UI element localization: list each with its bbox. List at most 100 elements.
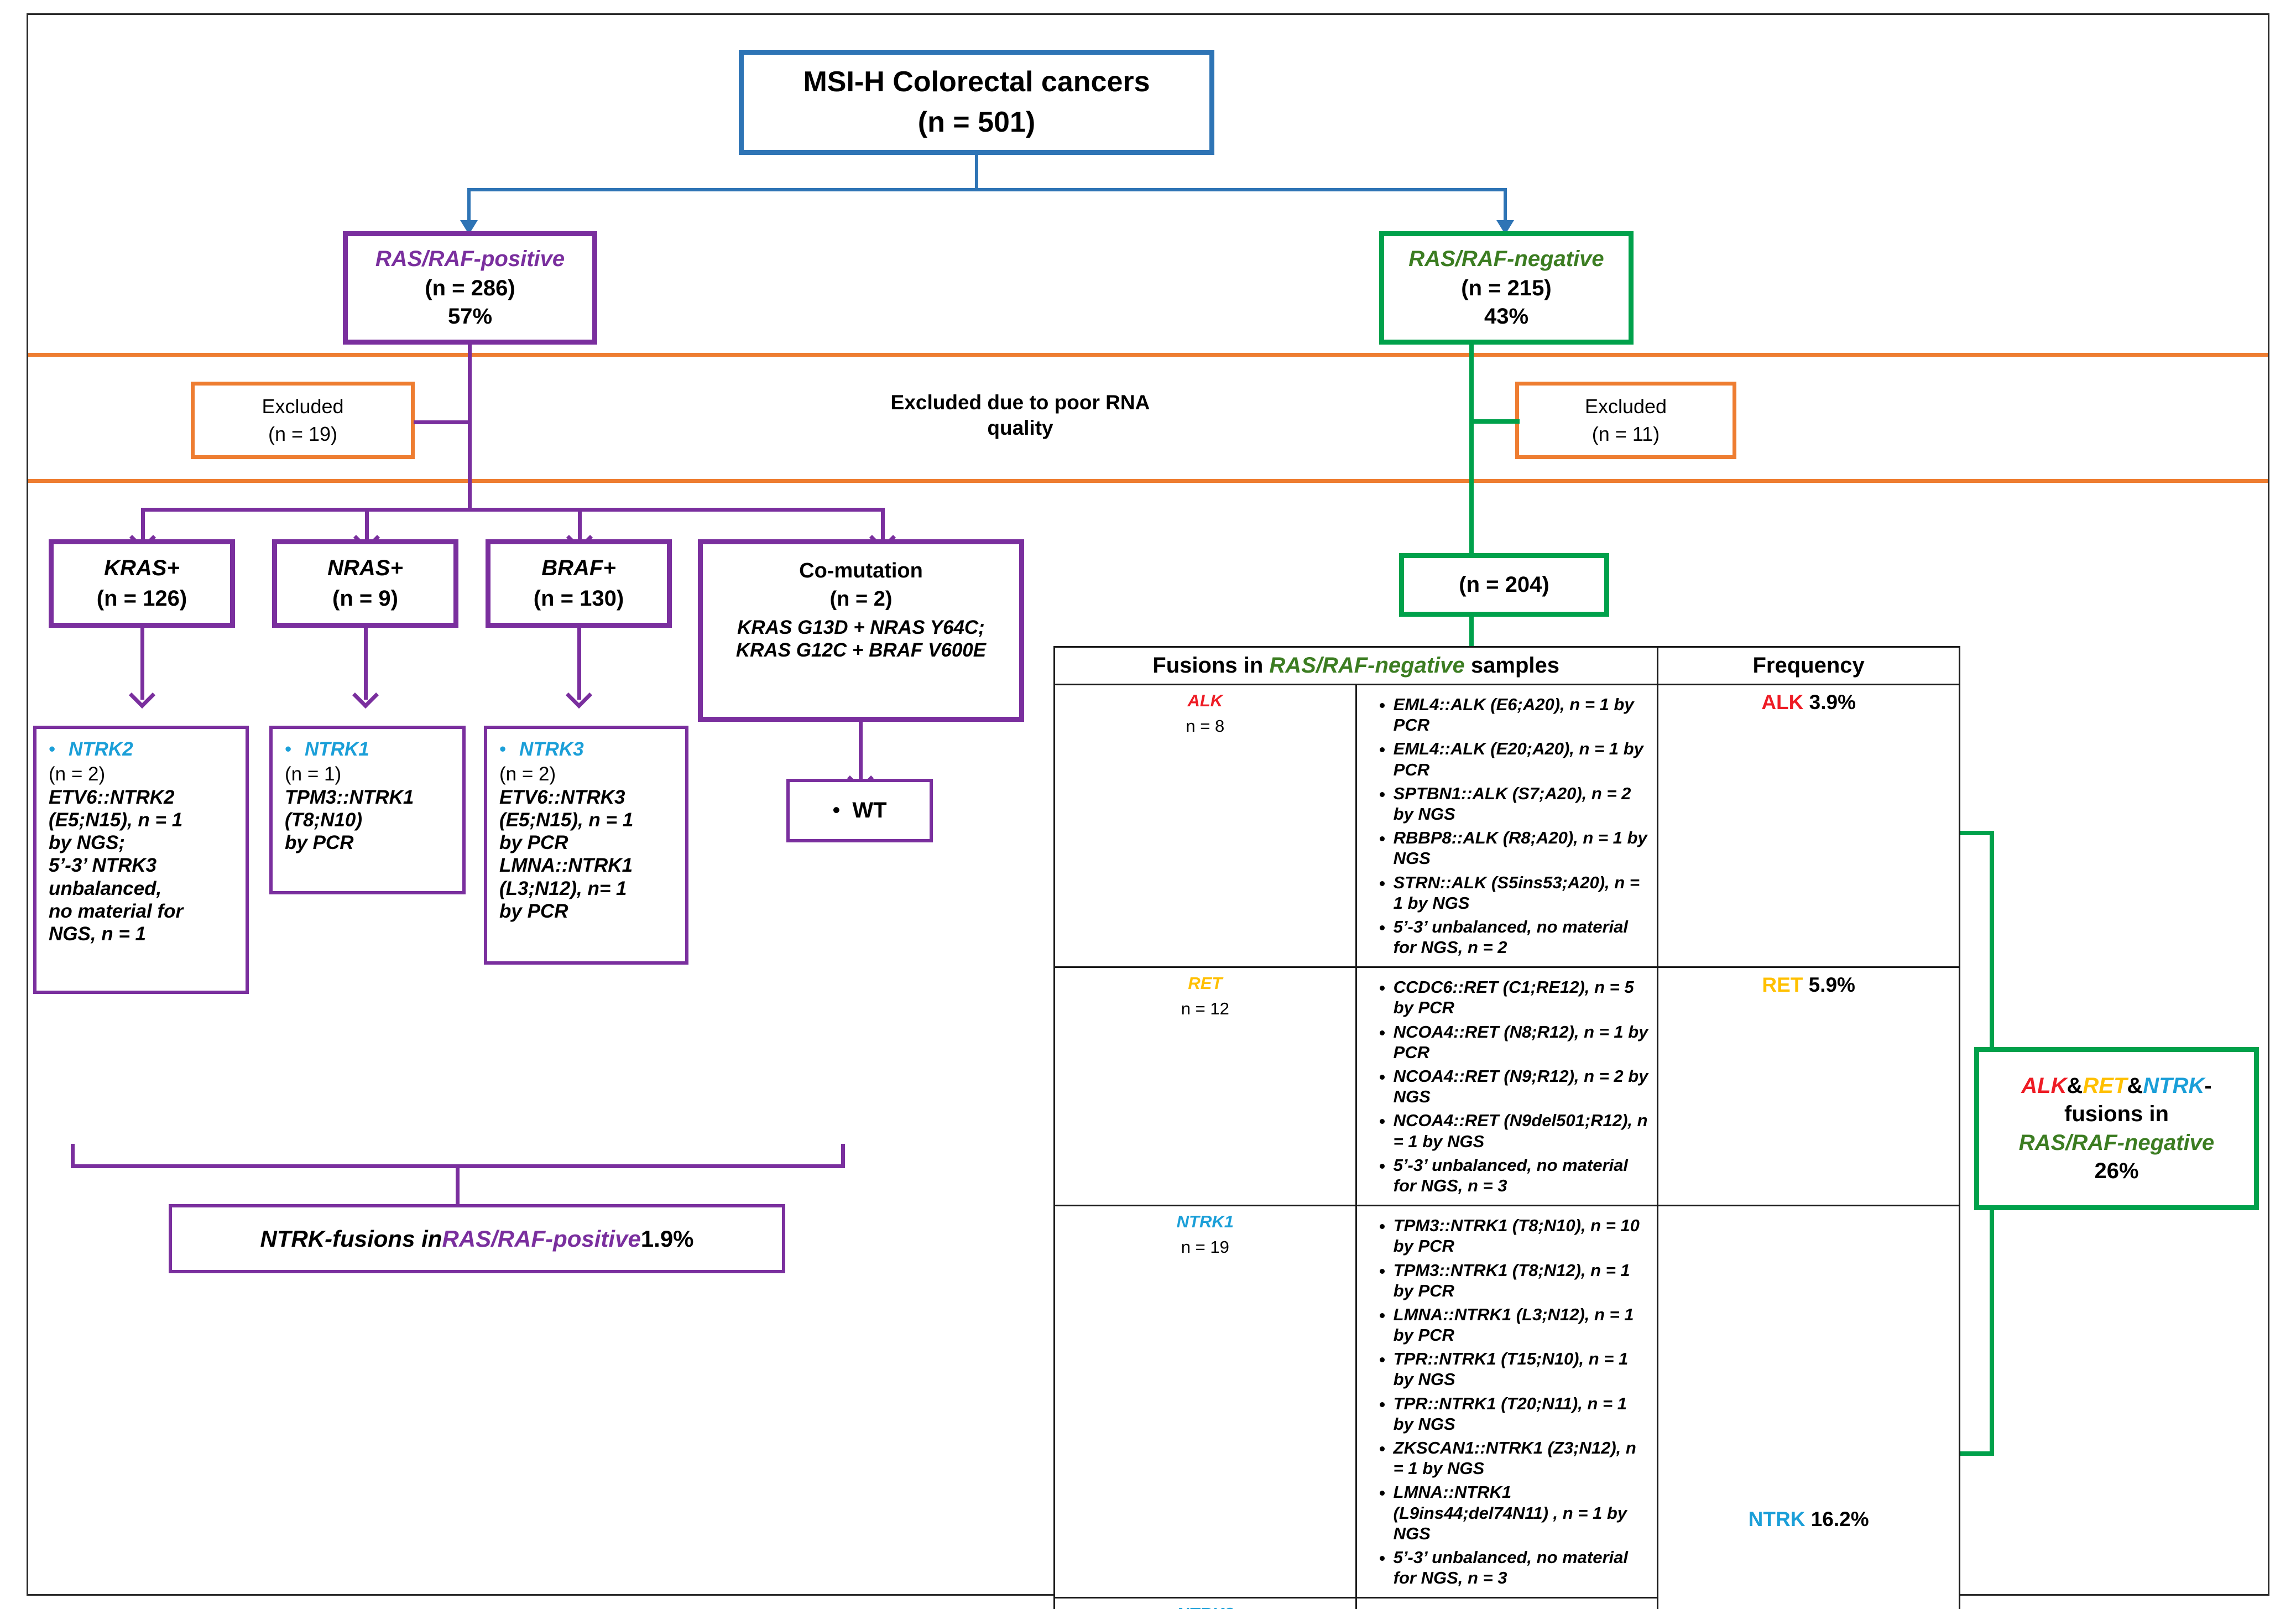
negative-count: (n = 215) <box>1461 275 1552 300</box>
ntrk3-count: (n = 2) <box>499 763 556 785</box>
ntrk1-heading: • NTRK1 <box>285 738 369 761</box>
drop-comutation <box>881 508 885 541</box>
ntrk2-line-5: unbalanced, <box>49 877 162 899</box>
frequency-cell-ret: RET 5.9% <box>1657 966 1960 1207</box>
summary-right-box: ALK&RET&NTRK- fusions in RAS/RAF-negativ… <box>1974 1047 2259 1210</box>
table-header-prefix: Fusions in <box>1152 653 1270 678</box>
mutation-count-kras: (n = 126) <box>96 586 187 611</box>
gene-count-ntrk1: n = 19 <box>1181 1237 1229 1257</box>
gene-count-alk: n = 8 <box>1186 716 1225 736</box>
ntrk2-line-6: no material for <box>49 900 184 923</box>
root-count: (n = 501) <box>917 106 1036 138</box>
list-item: TPM3::NTRK1 (T8;N12), n = 1 by PCR <box>1394 1260 1650 1301</box>
table-header-highlight: RAS/RAF-negative <box>1269 653 1465 678</box>
summary-right-ret: RET <box>2083 1074 2127 1098</box>
comutation-to-wt-line <box>859 722 863 783</box>
ntrk3-gene: NTRK3 <box>519 738 584 760</box>
table-row: RET n = 12 CCDC6::RET (C1;RE12), n = 5 b… <box>1053 966 1960 1207</box>
positive-pct: 57% <box>447 304 493 329</box>
ntrk3-line-4: LMNA::NTRK1 <box>499 855 633 877</box>
gene-label-alk: ALK <box>1187 691 1223 710</box>
mutation-name-kras: KRAS+ <box>104 555 180 580</box>
mutation-count-nras: (n = 9) <box>332 586 398 611</box>
excluded-right-count: (n = 11) <box>1591 423 1660 445</box>
gene-cell-ntrk1: NTRK1 n = 19 <box>1053 1205 1357 1599</box>
bullet-icon: • <box>499 738 507 760</box>
summary-left-prefix: NTRK-fusions in <box>260 1225 442 1252</box>
summary-right-dash: - <box>2204 1074 2212 1098</box>
gene-cell-ret: RET n = 12 <box>1053 966 1357 1207</box>
comutation-box: Co-mutation (n = 2) KRAS G13D + NRAS Y64… <box>698 539 1024 722</box>
left-brace-stem <box>456 1164 460 1204</box>
mutation-name-nras: NRAS+ <box>327 555 403 580</box>
bullet-icon: • <box>49 738 56 760</box>
exclusion-reason-line1: Excluded due to poor RNA <box>890 391 1150 414</box>
ras-raf-positive-box: RAS/RAF-positive (n = 286) 57% <box>343 231 597 345</box>
fusion-list-ntrk1: TPM3::NTRK1 (T8;N10), n = 10 by PCR TPM3… <box>1365 1215 1650 1588</box>
frequency-value-ret: 5.9% <box>1803 973 1855 997</box>
ntrk1-line-2: (T8;N10) <box>285 809 363 831</box>
frequency-gene-alk: ALK <box>1761 691 1804 714</box>
gene-cell-ntrk2: NTRK2 n = 1 <box>1053 1597 1357 1609</box>
drop-braf <box>578 508 582 541</box>
summary-left-highlight: RAS/RAF-positive <box>442 1225 641 1252</box>
ntrk2-line-2: (E5;N15), n = 1 <box>49 809 183 831</box>
braf-to-ntrk3-line <box>577 628 581 700</box>
fusion-table: Fusions in RAS/RAF-negative samples Freq… <box>1053 646 1960 1609</box>
negative-spine <box>1469 345 1474 555</box>
negative-pct: 43% <box>1484 304 1529 329</box>
right-brace-top-arm <box>1960 831 1994 835</box>
summary-right-ntrk: NTRK <box>2143 1074 2205 1098</box>
root-box: MSI-H Colorectal cancers (n = 501) <box>739 50 1214 155</box>
summary-right-line4: 26% <box>2094 1158 2139 1183</box>
list-item: ZKSCAN1::NTRK1 (Z3;N12), n = 1 by NGS <box>1394 1438 1650 1478</box>
summary-right-line3: RAS/RAF-negative <box>2018 1130 2215 1155</box>
table-header-suffix: samples <box>1464 653 1560 678</box>
wt-label: WT <box>852 798 887 822</box>
left-brace-leg-left <box>71 1144 75 1166</box>
mutation-box-nras: NRAS+ (n = 9) <box>272 539 458 628</box>
list-item: EML4::ALK (E6;A20), n = 1 by PCR <box>1394 694 1650 735</box>
comutation-line1: KRAS G13D + NRAS Y64C; <box>737 616 985 638</box>
summary-right-amp1: & <box>2067 1074 2083 1098</box>
ntrk1-count: (n = 1) <box>285 763 342 785</box>
list-item: SPTBN1::ALK (S7;A20), n = 2 by NGS <box>1394 783 1650 824</box>
list-item: TPR::NTRK1 (T20;N11), n = 1 by NGS <box>1394 1393 1650 1434</box>
root-left-drop <box>467 188 471 222</box>
excluded-right-label: Excluded <box>1584 394 1667 418</box>
excluded-right-connector <box>1471 419 1520 424</box>
excluded-right-box: Excluded (n = 11) <box>1515 382 1736 459</box>
list-item: LMNA::NTRK1 (L9ins44;del74N11) , n = 1 b… <box>1394 1482 1650 1544</box>
negative-label: RAS/RAF-negative <box>1408 246 1604 271</box>
drop-kras <box>141 508 145 541</box>
summary-left-box: NTRK-fusions in RAS/RAF-positive 1.9% <box>169 1204 785 1273</box>
ntrk2-detail-box: • NTRK2 (n = 2) ETV6::NTRK2 (E5;N15), n … <box>33 726 249 994</box>
exclusion-reason-line2: quality <box>987 416 1053 440</box>
right-brace-bottom-arm <box>1960 1451 1994 1456</box>
gene-count-ret: n = 12 <box>1181 999 1229 1019</box>
fusion-list-ret: CCDC6::RET (C1;RE12), n = 5 by PCR NCOA4… <box>1365 977 1650 1196</box>
ntrk2-line-3: by NGS; <box>49 832 126 854</box>
list-item: EML4::ALK (E20;A20), n = 1 by PCR <box>1394 738 1650 779</box>
list-item: 5’-3’ unbalanced, no material for NGS, n… <box>1394 1547 1650 1588</box>
summary-left-suffix: 1.9% <box>640 1225 694 1252</box>
table-header-frequency: Frequency <box>1657 646 1960 685</box>
ntrk1-line-3: by PCR <box>285 832 354 854</box>
excluded-left-count: (n = 19) <box>268 423 338 445</box>
remaining-negative-count: (n = 204) <box>1459 572 1549 597</box>
summary-right-line1: ALK&RET&NTRK- <box>2021 1073 2211 1099</box>
gene-label-ntrk2: NTRK2 <box>1063 1604 1348 1609</box>
ntrk2-line-1: ETV6::NTRK2 <box>49 786 175 808</box>
ntrk2-line-4: 5’-3’ NTRK3 <box>49 855 157 877</box>
table-header-row: Fusions in RAS/RAF-negative samples Freq… <box>1053 646 1960 685</box>
gene-cell-alk: ALK n = 8 <box>1053 683 1357 968</box>
left-brace-leg-right <box>841 1144 845 1166</box>
ntrk1-line-1: TPM3::NTRK1 <box>285 786 414 808</box>
list-item: NCOA4::RET (N8;R12), n = 1 by PCR <box>1394 1022 1650 1063</box>
list-item: TPR::NTRK1 (T15;N10), n = 1 by NGS <box>1394 1348 1650 1389</box>
fusion-cell-alk: EML4::ALK (E6;A20), n = 1 by PCR EML4::A… <box>1355 683 1659 968</box>
ntrk3-line-3: by PCR <box>499 832 568 854</box>
excluded-left-connector <box>414 420 469 424</box>
frequency-cell-ntrk: NTRK 16.2% <box>1657 1205 1960 1609</box>
frequency-cell-alk: ALK 3.9% <box>1657 683 1960 968</box>
